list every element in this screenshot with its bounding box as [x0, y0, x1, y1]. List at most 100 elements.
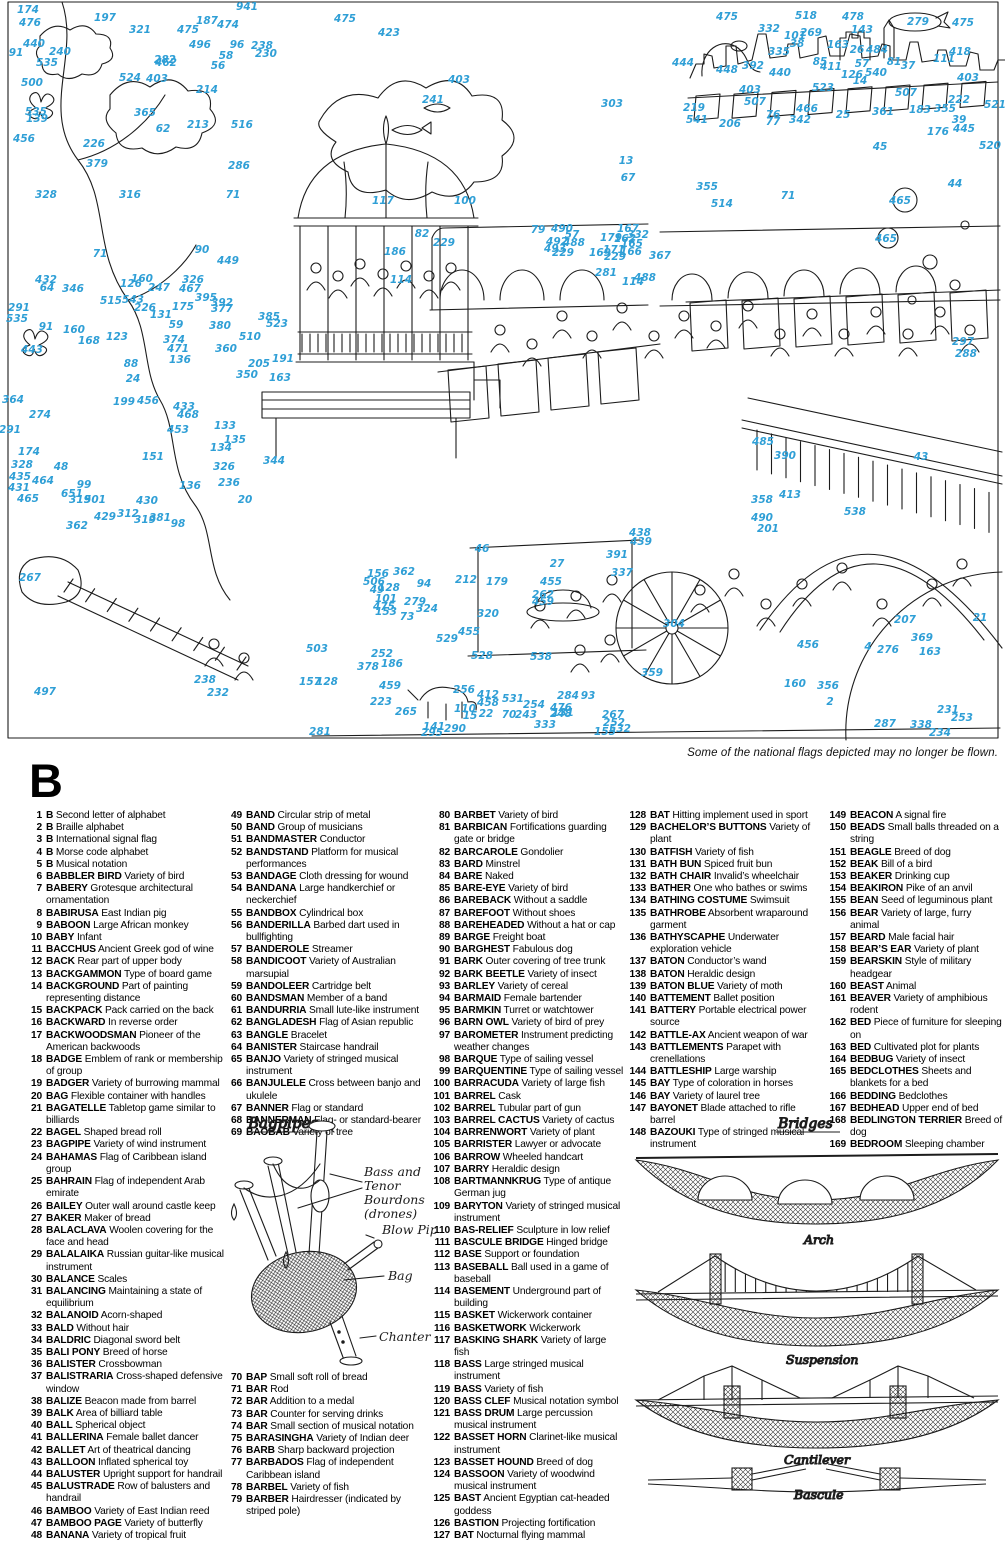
picture-number: 455 [539, 576, 562, 588]
entry-number: 144 [629, 1066, 646, 1078]
picture-number: 328 [11, 459, 33, 471]
entry-number: 147 [629, 1102, 646, 1114]
entry-number: 73 [230, 1408, 242, 1420]
entry-number: 100 [433, 1078, 450, 1090]
picture-number: 70 [502, 709, 517, 721]
entry-number: 167 [829, 1102, 846, 1114]
picture-number: 71 [781, 190, 796, 202]
entry-text: BASSET HORN Clarinet-like musical instru… [454, 1432, 618, 1456]
entry-text: BACKWARD In reverse order [46, 1017, 178, 1029]
picture-number: 165 [621, 238, 643, 250]
entry-number: 64 [230, 1041, 242, 1053]
picture-number: 412 [476, 689, 499, 701]
picture-number: 76 [766, 109, 781, 121]
cantilever-bridge [634, 1365, 1000, 1449]
picture-number: 26 [850, 44, 865, 56]
picture-number: 49 [369, 584, 385, 596]
picture-number: 324 [416, 603, 438, 615]
entry-text: BALANCE Scales [46, 1273, 128, 1285]
entry-number: 13 [30, 968, 42, 980]
entry-number: 152 [829, 858, 846, 870]
picture-number: 432 [34, 274, 57, 286]
picture-number: 440 [22, 38, 45, 50]
picture-number: 160 [784, 678, 806, 690]
entry-number: 67 [230, 1102, 242, 1114]
picture-number: 328 [35, 189, 57, 201]
entry-number: 166 [829, 1090, 846, 1102]
picture-number: 392 [211, 297, 233, 309]
entry-number: 1 [36, 810, 42, 821]
entry-number: 27 [30, 1212, 42, 1224]
entry-text: BATTLE-AX Ancient weapon of war [650, 1029, 808, 1041]
bagpipes-labels: Bass and Tenor Bourdons (drones) Blow Pi… [363, 1164, 436, 1344]
picture-number: 226 [83, 138, 105, 150]
entry-text: BARBET Variety of bird [454, 810, 559, 821]
entry-text: BARREL CACTUS Variety of cactus [454, 1115, 615, 1127]
picture-number: 4 [863, 641, 871, 653]
entry-text: BANGLADESH Flag of Asian republic [246, 1017, 414, 1029]
glossary-entry: 99 BARQUENTINE Type of sailing vessel [428, 1066, 624, 1078]
entry-number: 120 [433, 1395, 450, 1407]
entry-number: 80 [438, 810, 450, 821]
picture-number: 38 [790, 38, 805, 50]
entry-text: BARQUENTINE Type of sailing vessel [454, 1066, 624, 1078]
entry-number: 76 [230, 1445, 242, 1457]
section-letter: B [29, 754, 63, 807]
entry-number: 99 [438, 1066, 450, 1078]
picture-number: 213 [187, 119, 209, 131]
picture-number: 155 [594, 726, 616, 738]
entry-number: 37 [30, 1371, 42, 1383]
picture-number: 360 [215, 343, 237, 355]
picture-number: 162 [614, 233, 636, 245]
entry-number: 159 [829, 956, 846, 968]
entry-text: BED Cultivated plot for plants [850, 1041, 980, 1053]
picture-number: 431 [7, 482, 30, 494]
entry-number: 18 [30, 1054, 42, 1066]
picture-number: 465 [16, 493, 39, 505]
entry-text: BALISTER Crossbowman [46, 1359, 162, 1371]
picture-number: 134 [210, 442, 232, 454]
crowd-figures [204, 258, 980, 681]
entry-text: BEADS Small balls threaded on a string [850, 822, 999, 846]
picture-number: 153 [375, 606, 397, 618]
entry-text: B Musical notation [46, 858, 128, 870]
entry-number: 17 [30, 1029, 42, 1041]
entry-number: 149 [829, 810, 846, 821]
picture-number: 444 [671, 57, 694, 69]
entry-number: 53 [230, 871, 242, 883]
picture-number: 48 [53, 461, 69, 473]
